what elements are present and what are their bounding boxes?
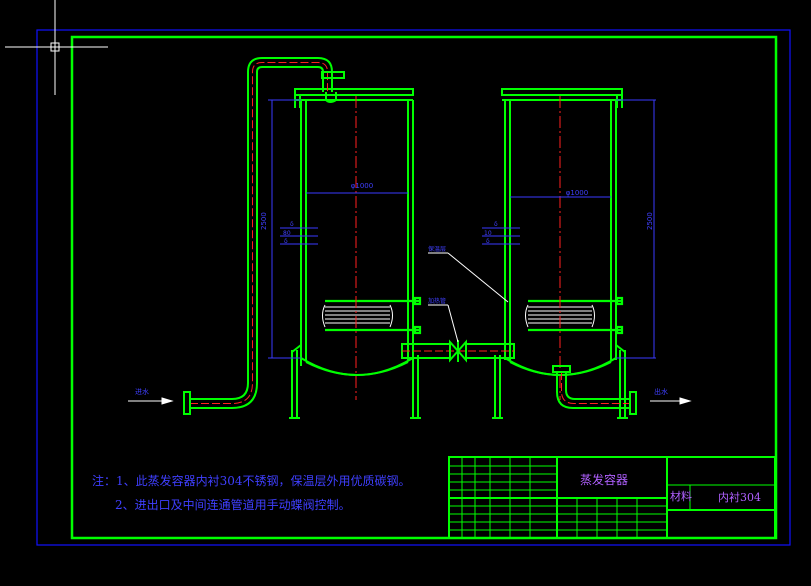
right-height-label: 2500 — [646, 212, 654, 230]
left-coil-ports — [325, 296, 422, 335]
left-vessel — [268, 88, 422, 419]
right-vessel-shell — [504, 100, 617, 360]
right-stack-label-2: 10 — [484, 230, 492, 237]
left-stack-label-2: 80 — [283, 230, 291, 237]
outlet-pipe — [552, 365, 637, 415]
butterfly-valve-icon — [449, 339, 467, 363]
left-vessel-shell — [300, 100, 414, 360]
inlet-label: 进水 — [135, 387, 149, 396]
title-material-value: 内衬304 — [718, 490, 761, 504]
inlet-arrow-icon — [128, 397, 174, 405]
right-stack-label-3: δ — [486, 238, 490, 245]
left-heating-coil — [322, 304, 393, 328]
sheet-border — [36, 29, 791, 546]
left-stack-label-3: δ — [284, 238, 288, 245]
left-vessel-legs — [289, 344, 421, 419]
title-block-grid — [449, 457, 775, 538]
connector-annotation: 保温层 — [428, 245, 446, 253]
left-stack-label-1: δ — [290, 221, 294, 228]
outlet-arrow-icon — [650, 397, 692, 405]
left-diameter-label: φ1000 — [351, 182, 373, 190]
title-block — [448, 456, 776, 539]
right-vessel-bottom-head — [504, 357, 617, 376]
note-line-1: 注：1、此蒸发容器内衬304不锈钢，保温层外用优质碳钢。 — [92, 473, 411, 488]
right-dimensions — [482, 99, 656, 359]
left-dimensions — [268, 99, 408, 359]
coil-annotation: 加热管 — [428, 297, 446, 305]
crosshair-cursor-icon — [5, 0, 108, 95]
drawing-frame — [70, 35, 778, 540]
annotation-leaders — [428, 252, 509, 343]
right-stack-label-1: δ — [494, 221, 498, 228]
title-drawing-name: 蒸发容器 — [580, 472, 628, 487]
outlet-label: 出水 — [654, 387, 668, 396]
left-vessel-bottom-head — [300, 357, 414, 376]
right-diameter-label: φ1000 — [566, 189, 588, 197]
left-vessel-lid — [294, 88, 414, 108]
note-line-2: 2、进出口及中间连通管道用手动蝶阀控制。 — [115, 497, 351, 512]
right-coil-ports — [528, 296, 624, 335]
inlet-pipe — [183, 57, 345, 415]
right-vessel — [482, 88, 656, 419]
left-height-label: 2500 — [260, 212, 268, 230]
title-material-label: 材料 — [670, 489, 692, 503]
right-vessel-legs — [492, 344, 628, 419]
